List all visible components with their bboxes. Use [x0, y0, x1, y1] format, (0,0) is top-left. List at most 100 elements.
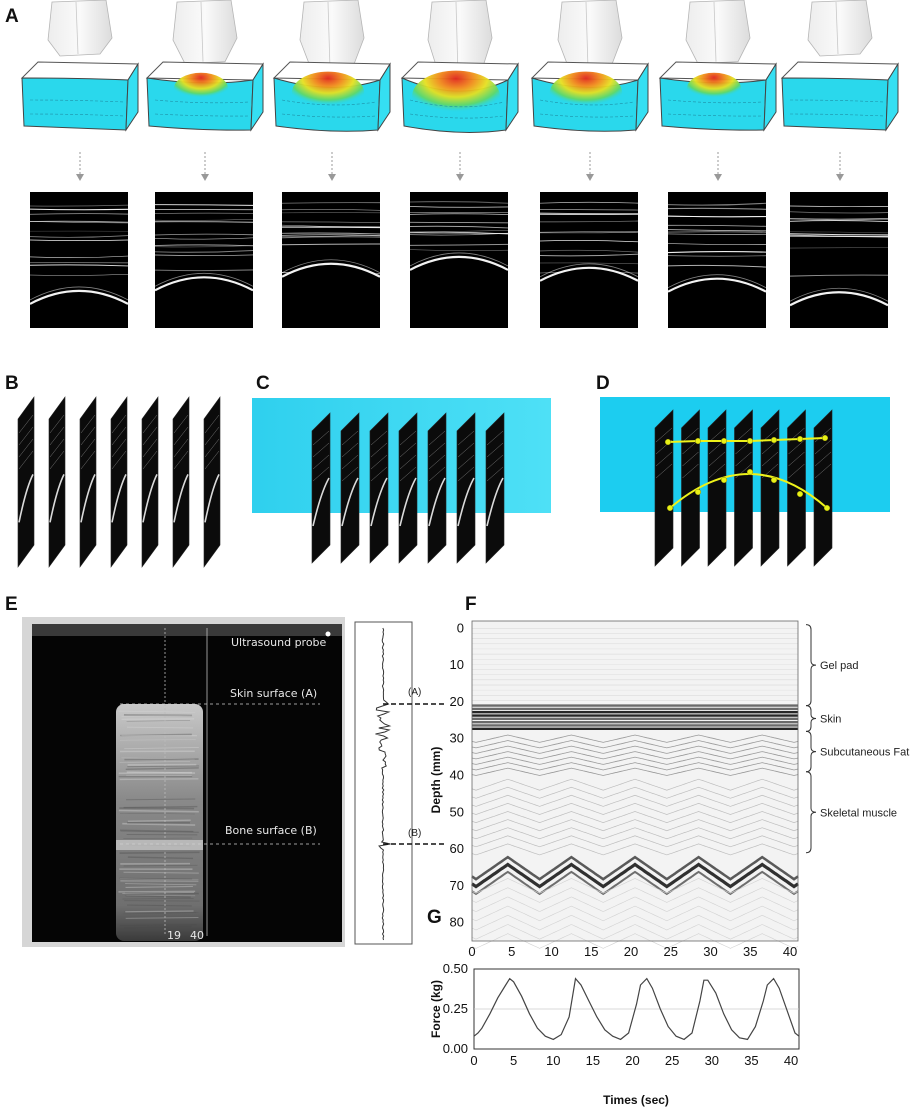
frame-slice: [141, 396, 159, 568]
muscle-wave: [471, 803, 799, 815]
tissue-top: [780, 61, 899, 81]
panel-letter-e: E: [5, 594, 18, 615]
deep-wave: [471, 905, 799, 922]
region-bracket: [805, 771, 817, 854]
region-label: Skin: [820, 713, 841, 725]
time-tick-label-f: 0: [468, 944, 475, 959]
frame-fiber: [486, 442, 504, 458]
frame-fiber: [18, 414, 34, 434]
deep-wave: [471, 924, 799, 940]
deep-wave: [471, 933, 799, 949]
frame-slice: [369, 412, 389, 564]
frame-slice: [79, 396, 97, 568]
us-bone-shadow: [540, 267, 638, 328]
region-label: Gel pad: [820, 660, 859, 672]
deep-wave: [471, 914, 799, 931]
us-fiber-line: [409, 243, 509, 246]
frame-fiber: [761, 451, 779, 467]
frame-fiber: [142, 450, 158, 470]
bone-wave: [471, 870, 799, 896]
force-axis-title: Force (kg): [429, 980, 443, 1038]
track-point: [664, 438, 672, 446]
frame-fiber: [370, 430, 388, 446]
frame-bone-echo: [457, 477, 475, 527]
frame-fiber: [486, 430, 504, 446]
tracked-frame-1: [654, 409, 674, 567]
us-speckle: [124, 911, 199, 914]
frame-slice: [172, 396, 190, 568]
tissue-front: [781, 77, 889, 131]
us-bone-shadow: [30, 290, 128, 328]
us-fiber-line: [789, 274, 889, 277]
plane-frame-4: [398, 412, 418, 564]
us-fiber-line: [154, 204, 254, 206]
frame-fiber: [18, 438, 34, 458]
us-speckle: [119, 877, 193, 880]
us-fiber-line: [409, 201, 509, 204]
deformation-step-2: [145, 0, 264, 328]
us-bone-shadow: [155, 277, 253, 328]
region-label: Skeletal muscle: [820, 807, 897, 819]
us-fiber-line: [281, 202, 381, 204]
deep-wave: [471, 887, 799, 903]
us-fiber-line: [667, 207, 767, 210]
frame-fiber: [457, 454, 475, 470]
us-speckle: [123, 871, 199, 874]
us-fiber-line: [154, 244, 254, 247]
us-fiber-line: [154, 233, 254, 236]
frame-fiber: [80, 426, 96, 446]
tracked-frame-7: [813, 409, 833, 567]
tissue-layer-line: [281, 99, 377, 106]
us-fiber-line: [539, 240, 639, 243]
frame-fiber: [682, 451, 699, 467]
frame-fiber: [204, 414, 220, 434]
frame-bone-echo: [312, 477, 330, 527]
region-bracket: [805, 730, 817, 773]
ultrasound-frame: [29, 192, 129, 328]
frame-bone-echo: [486, 477, 504, 527]
down-arrow-head: [836, 174, 844, 181]
track-point: [694, 437, 702, 445]
us-top-band: [32, 624, 342, 636]
fat-wave: [471, 751, 799, 760]
tissue-side: [885, 62, 899, 132]
time-axis-title: Times (sec): [603, 1093, 669, 1107]
us-speckle: [125, 885, 193, 889]
probe-body: [172, 0, 238, 65]
us-fiber-line: [539, 231, 639, 233]
us-fiber-line: [154, 245, 254, 248]
us-fiber-line: [281, 221, 381, 223]
frame-slice: [813, 409, 833, 567]
depth-tick-label: 50: [450, 804, 464, 819]
track-point: [720, 437, 728, 445]
plane-frame-1: [311, 412, 331, 564]
force-tick-label: 0.25: [443, 1001, 468, 1016]
frame-bone-echo: [18, 474, 34, 523]
ultrasound-probe-label: Ultrasound probe: [231, 636, 327, 649]
us-fiber-line: [409, 225, 509, 229]
frame-fiber: [682, 463, 699, 479]
time-tick-label-f: 15: [584, 944, 598, 959]
us-speckle: [126, 771, 196, 774]
us-speckle: [122, 822, 196, 826]
frame-slice: [427, 412, 447, 564]
us-speckle: [123, 864, 198, 867]
frame-slice: [311, 412, 331, 564]
us-fiber-line: [789, 218, 889, 220]
us-speckle: [122, 912, 197, 915]
frame-fiber: [341, 442, 359, 458]
frame-fiber: [18, 426, 34, 446]
scale-left-label: 19: [167, 929, 181, 942]
frame-slice: [456, 412, 476, 564]
force-tick-label: 0.50: [443, 961, 468, 976]
us-speckle: [124, 758, 199, 761]
us-bone-shadow: [668, 278, 766, 328]
frame-fiber: [80, 414, 96, 434]
deformation-step-7: [780, 0, 899, 328]
us-speckle: [127, 819, 191, 822]
us-fiber-line: [29, 235, 129, 238]
time-tick-label-g: 10: [546, 1053, 560, 1068]
frame-slice: [48, 396, 66, 568]
frame-fiber: [341, 454, 359, 470]
us-speckle: [119, 761, 191, 763]
